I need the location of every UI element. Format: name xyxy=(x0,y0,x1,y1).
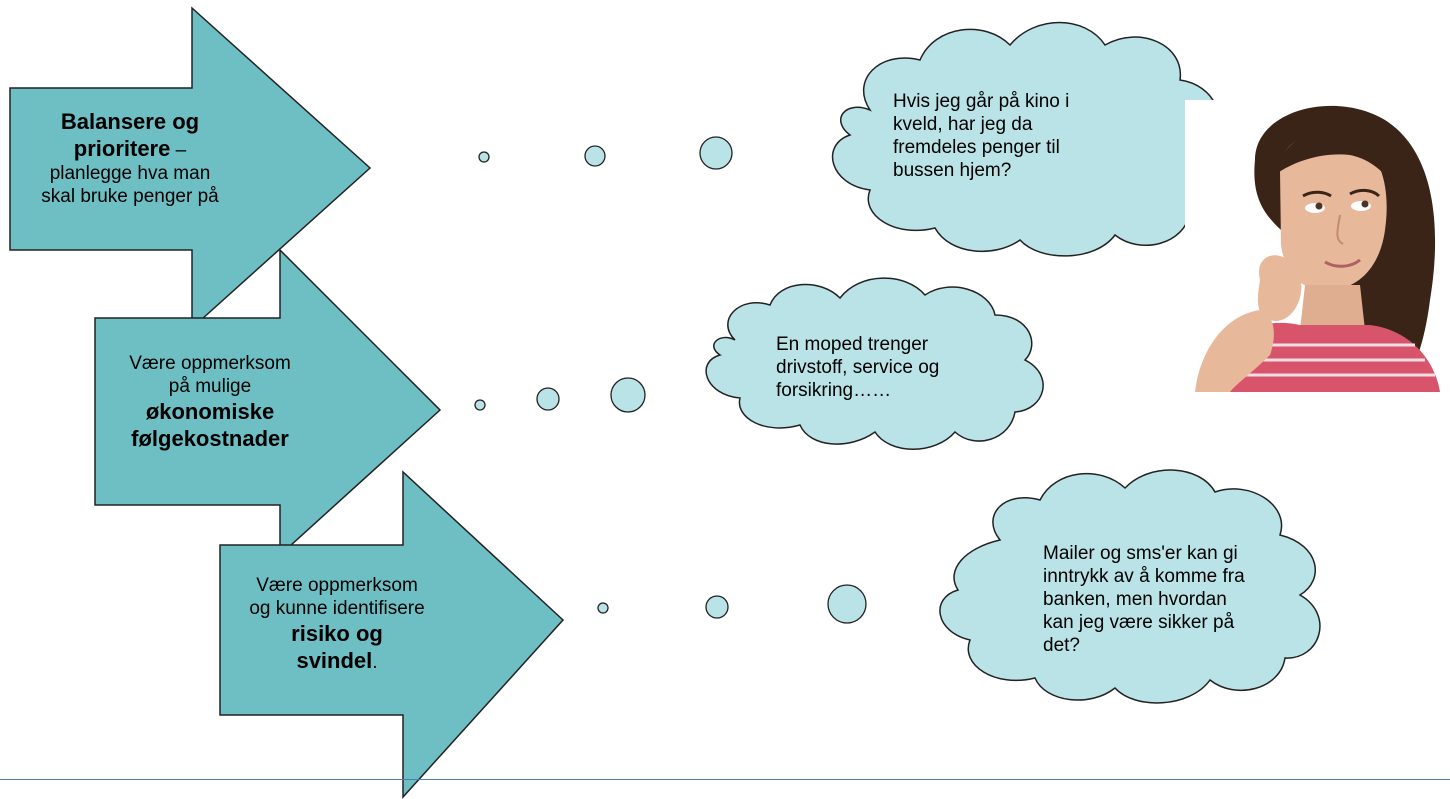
arrow1-line3: planlegge hva man xyxy=(49,163,211,184)
thinking-woman-photo xyxy=(1185,100,1450,392)
arrow1-line2: prioritere – xyxy=(20,135,240,162)
thought-dot-medium xyxy=(536,387,560,411)
arrow1-line2-bold: prioritere xyxy=(73,136,171,161)
arrow-risiko xyxy=(219,470,565,799)
bottom-rule xyxy=(0,779,1450,780)
thought-dot-medium xyxy=(705,595,729,619)
arrow2-line1: Være oppmerksom xyxy=(129,353,291,374)
arrow2-line2: på mulige xyxy=(168,376,252,397)
thought-text-kino: Hvis jeg går på kino i kveld, har jeg da… xyxy=(893,91,1070,181)
thought-text-svindel: Mailer og sms'er kan gi inntrykk av å ko… xyxy=(1043,543,1245,656)
arrow-balansere xyxy=(9,6,372,330)
arrow3-line1: Være oppmerksom xyxy=(256,575,418,596)
thought-dot-large xyxy=(610,377,646,413)
arrow-text-folgekostnader: Være oppmerksom på mulige økonomiske føl… xyxy=(100,352,320,452)
arrow-folgekostnader xyxy=(94,248,442,557)
thought-dot-medium xyxy=(584,145,606,167)
arrow3-line4: svindel. xyxy=(237,647,437,674)
thought-dot-small xyxy=(597,602,609,614)
thought-dot-small xyxy=(478,151,490,163)
arrow2-line4: følgekostnader xyxy=(131,426,289,451)
arrow-text-balansere: Balansere og prioritere – planlegge hva … xyxy=(20,108,240,208)
thought-cloud-moped xyxy=(705,277,1044,450)
arrow2-line3: økonomiske xyxy=(145,399,275,424)
arrow1-line2-tail: – xyxy=(170,140,187,161)
arrow-text-risiko: Være oppmerksom og kunne identifisere ri… xyxy=(237,574,437,674)
arrow3-line4-bold: svindel xyxy=(296,648,373,673)
thought-text-moped: En moped trenger drivstoff, service og f… xyxy=(776,334,940,401)
arrow1-line4: skal bruke penger på xyxy=(41,186,219,207)
arrow3-line4-tail: . xyxy=(372,652,378,673)
thought-dot-small xyxy=(474,399,486,411)
arrow3-line3: risiko og xyxy=(291,621,383,646)
thought-dot-large xyxy=(699,136,733,170)
thought-dot-large xyxy=(827,584,867,624)
thought-cloud-svindel xyxy=(939,469,1321,704)
arrow1-line1: Balansere og xyxy=(60,109,200,134)
arrow3-line2: og kunne identifisere xyxy=(249,598,425,619)
